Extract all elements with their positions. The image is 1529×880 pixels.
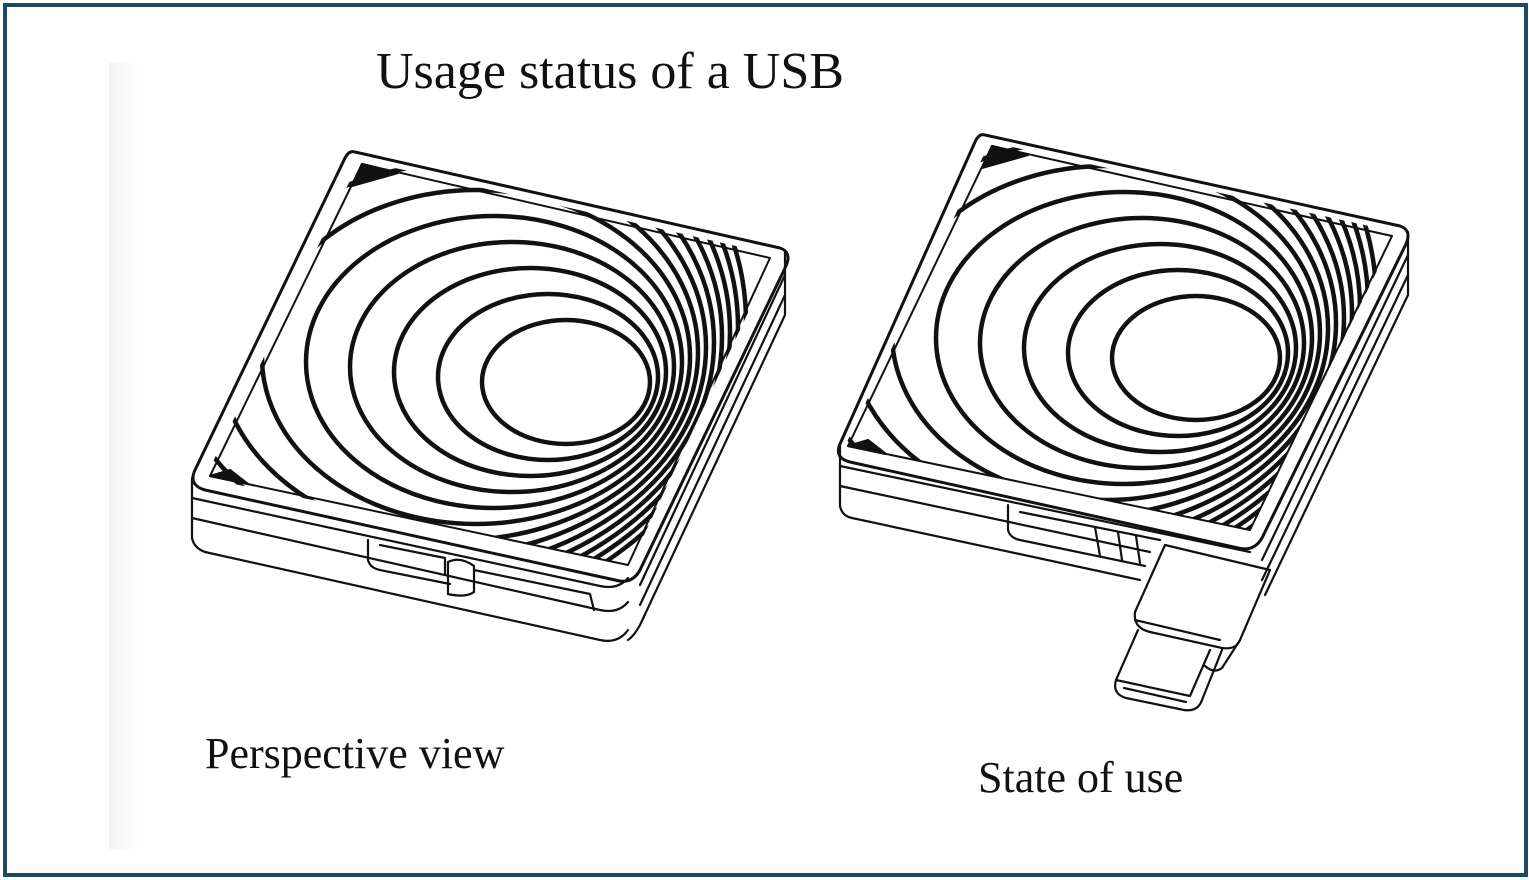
figure-frame: [3, 3, 1528, 877]
caption-perspective-view: Perspective view: [205, 729, 505, 778]
figure-title: Usage status of a USB: [376, 43, 844, 100]
caption-state-of-use: State of use: [978, 753, 1184, 802]
right-device-corners: [846, 144, 1030, 456]
left-device-corners: [208, 162, 400, 486]
left-device-rings: [205, 160, 749, 565]
device-perspective-view: [190, 150, 790, 642]
scan-shade: [109, 63, 141, 849]
